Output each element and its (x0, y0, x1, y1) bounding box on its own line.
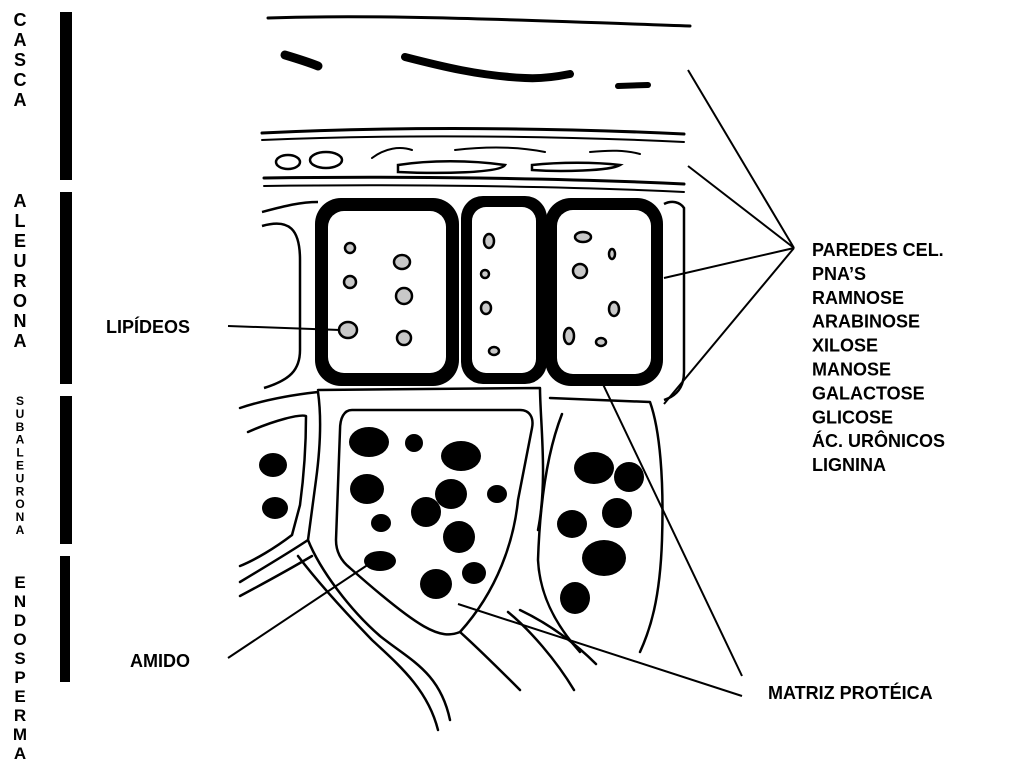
matriz-leader-2 (458, 604, 742, 696)
starch-granule (405, 434, 423, 452)
starch-granule (349, 427, 389, 457)
lipid-droplet (484, 234, 494, 248)
aleurona-cell-3 (545, 198, 663, 386)
aleurona-bar (60, 192, 72, 384)
lipid-droplet (396, 288, 412, 304)
walls-leader-1 (688, 70, 794, 248)
lipid-droplet (596, 338, 606, 346)
casca-bar (60, 12, 72, 180)
lipid-droplet (394, 255, 410, 269)
aleurona-cell-2 (461, 196, 547, 384)
lipid-droplet (575, 232, 591, 242)
lipid-droplet (564, 328, 574, 344)
walls-leader-2 (688, 166, 794, 248)
endosperma-bar (60, 556, 70, 682)
wall-component-item: PNA’S (812, 264, 866, 284)
starch-granule (364, 551, 396, 571)
wall-component-item: ARABINOSE (812, 312, 920, 332)
lipid-droplet (609, 249, 615, 259)
starch-granule (435, 479, 467, 509)
lipid-droplet (481, 302, 491, 314)
starch-granule (557, 510, 587, 538)
aleurona-cells (262, 196, 684, 400)
wall-component-item: RAMNOSE (812, 288, 904, 308)
wall-component-item: LIGNINA (812, 455, 886, 475)
lipid-droplet (489, 347, 499, 355)
starch-granule (487, 485, 507, 503)
matriz-proteica-label: MATRIZ PROTÉICA (768, 682, 933, 703)
wall-component-item: MANOSE (812, 360, 891, 380)
starch-granule (420, 569, 452, 599)
lipid-droplet (397, 331, 411, 345)
starch-granule (411, 497, 441, 527)
starch-granules (259, 427, 644, 614)
lipid-droplet (481, 270, 489, 278)
amido-label: AMIDO (130, 651, 190, 671)
subaleurona-bar (60, 396, 72, 544)
starch-granule (441, 441, 481, 471)
wall-component-item: ÁC. URÔNICOS (812, 430, 945, 451)
starch-granule (574, 452, 614, 484)
lipid-droplet (344, 276, 356, 288)
starch-granule (462, 562, 486, 584)
starch-granule (259, 453, 287, 477)
wall-components-list: PAREDES CEL. PNA’S RAMNOSE ARABINOSE XILOSE M… (812, 240, 945, 475)
lipid-droplet (573, 264, 587, 278)
wall-component-item: GALACTOSE (812, 383, 925, 403)
lipid-droplet (345, 243, 355, 253)
wall-component-item: PAREDES CEL. (812, 240, 944, 260)
wall-component-item: XILOSE (812, 336, 878, 356)
aleurona-cell-1 (315, 198, 459, 386)
wall-component-item: GLICOSE (812, 407, 893, 427)
starch-granule (582, 540, 626, 576)
lipid-droplet (339, 322, 357, 338)
lipideos-label: LIPÍDEOS (106, 316, 190, 337)
starch-granule (262, 497, 288, 519)
starch-granule (602, 498, 632, 528)
lipid-droplet (609, 302, 619, 316)
starch-granule (371, 514, 391, 532)
starch-granule (614, 462, 644, 492)
starch-granule (560, 582, 590, 614)
starch-granule (443, 521, 475, 553)
casca-layer (262, 17, 690, 192)
starch-granule (350, 474, 384, 504)
